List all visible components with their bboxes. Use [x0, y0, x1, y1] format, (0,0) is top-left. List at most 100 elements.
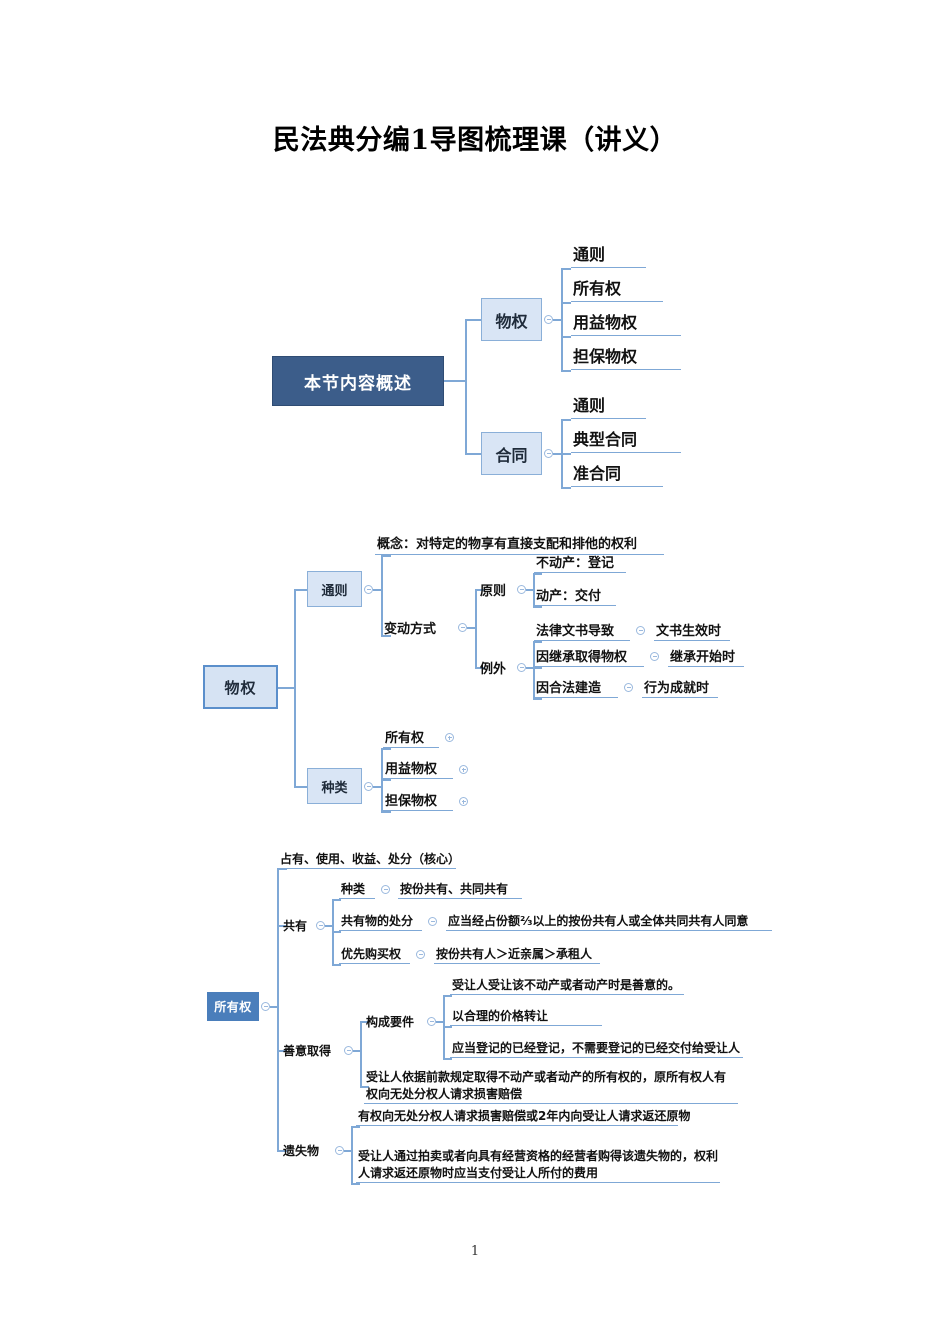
map3-goucheng-item[interactable]: 以合理的价格转让: [450, 1006, 602, 1026]
map3-row-key[interactable]: 种类: [339, 879, 375, 899]
map3-row-key[interactable]: 优先购买权: [339, 944, 410, 964]
map2-type-leaf[interactable]: 担保物权: [383, 789, 453, 811]
map1-leaf[interactable]: 准合同: [571, 457, 663, 487]
expand-toggle-icon[interactable]: [459, 765, 468, 774]
map1-leaf[interactable]: 用益物权: [571, 306, 681, 336]
connector: [561, 487, 571, 489]
map3-node-yishiwu[interactable]: 遗失物: [283, 1143, 320, 1158]
connector: [561, 453, 571, 455]
map3-shanyi-note[interactable]: 受让人依据前款规定取得不动产或者动产的所有权的，原所有权人有权向无处分权人请求损…: [364, 1069, 738, 1104]
connector: [277, 868, 279, 1151]
map1-root-node[interactable]: 本节内容概述: [272, 356, 444, 406]
map1-leaf[interactable]: 担保物权: [571, 340, 681, 370]
map2-leaf-time[interactable]: 行为成就时: [642, 675, 718, 698]
connector: [381, 635, 391, 637]
map2-leaf-time[interactable]: 继承开始时: [668, 644, 744, 667]
connector: [443, 995, 452, 997]
connector: [475, 589, 485, 591]
map1-branch-hetong[interactable]: 合同: [481, 432, 542, 475]
map1-leaf[interactable]: 通则: [571, 238, 646, 268]
map2-concept[interactable]: 概念：对特定的物享有直接支配和排他的权利: [375, 531, 664, 555]
connector: [465, 319, 481, 321]
collapse-toggle-icon[interactable]: [544, 315, 553, 324]
connector: [533, 641, 542, 643]
map3-goucheng-item[interactable]: 受让人受让该不动产或者动产时是善意的。: [450, 975, 684, 995]
collapse-toggle-icon[interactable]: [517, 663, 526, 672]
connector: [443, 1026, 452, 1028]
map3-row-value[interactable]: 按份共有人＞近亲属＞承租人: [434, 944, 600, 964]
collapse-toggle-icon[interactable]: [458, 623, 467, 632]
connector: [436, 1021, 444, 1023]
map2-leaf-time[interactable]: 文书生效时: [654, 618, 730, 641]
map3-goucheng-item[interactable]: 应当登记的已经登记，不需要登记的已经交付给受让人: [450, 1038, 743, 1058]
map3-node-shanyi[interactable]: 善意取得: [283, 1043, 332, 1058]
collapse-toggle-icon[interactable]: [381, 885, 390, 894]
connector: [465, 320, 467, 454]
collapse-toggle-icon[interactable]: [364, 585, 373, 594]
connector: [373, 786, 382, 788]
collapse-toggle-icon[interactable]: [544, 449, 553, 458]
map3-root-node[interactable]: 所有权: [207, 992, 259, 1021]
map3-yishiwu-item[interactable]: 受让人通过拍卖或者向具有经营资格的经营者购得该遗失物的，权利人请求返还原物时应当…: [356, 1148, 720, 1183]
map2-branch-zhonglei[interactable]: 种类: [307, 768, 362, 804]
map3-node-gongyou[interactable]: 共有: [283, 918, 308, 933]
map3-row-value[interactable]: 按份共有、共同共有: [398, 879, 522, 899]
connector: [533, 667, 542, 669]
connector: [360, 1021, 369, 1023]
collapse-toggle-icon[interactable]: [316, 921, 325, 930]
connector: [553, 453, 562, 455]
map2-leaf[interactable]: 不动产：登记: [534, 550, 626, 573]
map2-leaf[interactable]: 动产：交付: [534, 583, 616, 606]
map2-type-leaf[interactable]: 用益物权: [383, 757, 453, 779]
connector: [360, 1021, 362, 1087]
connector: [444, 380, 466, 382]
map1-leaf[interactable]: 典型合同: [571, 423, 681, 453]
map1-leaf[interactable]: 所有权: [571, 272, 663, 302]
collapse-toggle-icon[interactable]: [517, 585, 526, 594]
connector: [561, 336, 571, 338]
connector: [561, 268, 571, 270]
connector: [332, 931, 341, 933]
connector: [294, 589, 307, 591]
collapse-toggle-icon[interactable]: [427, 1017, 436, 1026]
connector: [553, 319, 562, 321]
connector: [381, 555, 383, 636]
collapse-toggle-icon[interactable]: [428, 917, 437, 926]
collapse-toggle-icon[interactable]: [261, 1002, 270, 1011]
collapse-toggle-icon[interactable]: [364, 782, 373, 791]
map2-branch-tongze[interactable]: 通则: [307, 571, 362, 607]
expand-toggle-icon[interactable]: [445, 733, 454, 742]
connector: [465, 453, 481, 455]
expand-toggle-icon[interactable]: [459, 797, 468, 806]
connector: [351, 1183, 360, 1185]
map2-type-leaf[interactable]: 所有权: [383, 726, 439, 748]
collapse-toggle-icon[interactable]: [416, 950, 425, 959]
map3-row-key[interactable]: 共有物的处分: [339, 911, 422, 931]
map2-leaf-cause[interactable]: 因继承取得物权: [534, 644, 644, 667]
map2-node-biandong[interactable]: 变动方式: [384, 621, 437, 637]
map1-branch-wuquan[interactable]: 物权: [481, 298, 542, 341]
map2-node-liwai[interactable]: 例外: [480, 661, 507, 677]
collapse-toggle-icon[interactable]: [650, 652, 659, 661]
map2-leaf-cause[interactable]: 法律文书导致: [534, 618, 630, 641]
connector: [561, 268, 563, 371]
map3-yishiwu-item[interactable]: 有权向无处分权人请求损害赔偿或2年内向受让人请求返还原物: [356, 1106, 690, 1126]
map3-core-leaf[interactable]: 占有、使用、收益、处分（核心）: [278, 849, 460, 869]
connector: [533, 573, 542, 575]
connector: [270, 1006, 278, 1008]
connector: [467, 627, 476, 629]
map2-node-yuanze[interactable]: 原则: [480, 583, 507, 599]
connector: [533, 606, 542, 608]
connector: [353, 1050, 361, 1052]
map2-root-node[interactable]: 物权: [203, 665, 278, 709]
map3-row-value[interactable]: 应当经占份额⅔以上的按份共有人或全体共同共有人同意: [446, 911, 772, 931]
collapse-toggle-icon[interactable]: [624, 683, 633, 692]
collapse-toggle-icon[interactable]: [636, 626, 645, 635]
connector: [381, 811, 391, 813]
map3-node-goucheng[interactable]: 构成要件: [366, 1014, 415, 1029]
collapse-toggle-icon[interactable]: [344, 1046, 353, 1055]
map1-leaf[interactable]: 通则: [571, 389, 646, 419]
collapse-toggle-icon[interactable]: [335, 1146, 344, 1155]
map2-leaf-cause[interactable]: 因合法建造: [534, 675, 618, 698]
